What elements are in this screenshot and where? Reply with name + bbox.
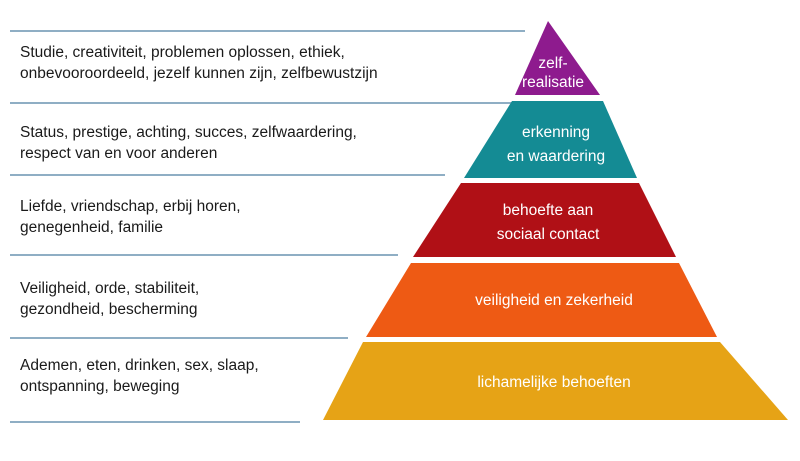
pyramid-tier-esteem (464, 101, 637, 178)
tier-label: lichamelijke behoeften (477, 374, 630, 391)
description-line: Ademen, eten, drinken, sex, slaap, (20, 357, 259, 374)
description-social: Liefde, vriendschap, erbij horen, genege… (20, 196, 241, 238)
tier-label: sociaal contact (497, 226, 600, 243)
tier-label: veiligheid en zekerheid (475, 292, 633, 309)
separator-line-6 (10, 421, 300, 423)
separator-line-3 (10, 174, 445, 176)
description-line: Veiligheid, orde, stabiliteit, (20, 280, 200, 297)
tier-label: erkenning (522, 124, 590, 141)
description-physiological: Ademen, eten, drinken, sex, slaap, ontsp… (20, 355, 259, 397)
tier-label: behoefte aan (503, 202, 594, 219)
tier-label: realisatie (522, 74, 584, 91)
description-line: Liefde, vriendschap, erbij horen, (20, 198, 241, 215)
pyramid-tier-social (413, 183, 676, 257)
description-safety: Veiligheid, orde, stabiliteit, gezondhei… (20, 278, 199, 320)
description-line: ontspanning, beweging (20, 378, 180, 395)
description-line: onbevooroordeeld, jezelf kunnen zijn, ze… (20, 65, 378, 82)
pyramid-tier-safety (366, 263, 717, 337)
pyramid-tier-self-actualization (515, 21, 600, 95)
separator-line-1 (10, 30, 525, 32)
description-line: gezondheid, bescherming (20, 301, 198, 318)
description-esteem: Status, prestige, achting, succes, zelfw… (20, 122, 357, 164)
tier-label: zelf- (538, 55, 567, 72)
separator-line-4 (10, 254, 398, 256)
separator-line-2 (10, 102, 518, 104)
description-line: Status, prestige, achting, succes, zelfw… (20, 124, 357, 141)
description-line: genegenheid, familie (20, 219, 164, 236)
tier-label: en waardering (507, 148, 605, 165)
description-self-actualization: Studie, creativiteit, problemen oplossen… (20, 42, 378, 84)
description-line: respect van en voor anderen (20, 145, 218, 162)
separator-line-5 (10, 337, 348, 339)
pyramid-tier-physiological (323, 342, 788, 420)
description-line: Studie, creativiteit, problemen oplossen… (20, 44, 345, 61)
